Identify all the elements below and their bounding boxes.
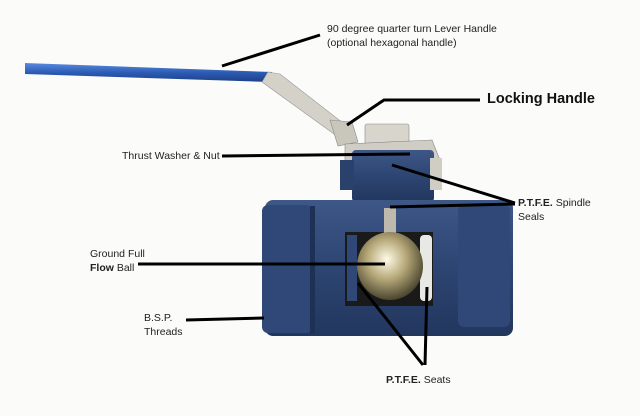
- threads-label-line1: B.S.P.: [144, 312, 173, 324]
- valve-body: [262, 200, 513, 336]
- threads-label-line2: Threads: [144, 326, 183, 338]
- ball-label: Ground Full Flow Ball: [90, 247, 145, 275]
- thrust-washer-label: Thrust Washer & Nut: [122, 150, 220, 162]
- lever-handle: [25, 63, 359, 147]
- threads-label: B.S.P. Threads: [144, 311, 183, 339]
- seats-label: P.T.F.E. Seats: [386, 373, 451, 387]
- locking-handle-label: Locking Handle: [487, 91, 595, 107]
- leader-lines: [138, 33, 516, 366]
- lever-handle-label: 90 degree quarter turn Lever Handle (opt…: [327, 22, 497, 50]
- ball-label-bold: Flow: [90, 262, 114, 274]
- lever-handle-label-line1: 90 degree quarter turn Lever Handle: [327, 23, 497, 35]
- spindle-seals-bold: P.T.F.E.: [518, 197, 553, 209]
- lever-handle-label-line2: (optional hexagonal handle): [327, 37, 457, 49]
- ball-label-line1: Ground Full: [90, 248, 145, 260]
- spindle-seals-rest: Spindle: [552, 197, 591, 209]
- spindle-seals-line2: Seals: [518, 211, 545, 223]
- seats-label-bold: P.T.F.E.: [386, 374, 421, 386]
- spindle-seals-label: P.T.F.E. Spindle Seals: [518, 196, 591, 224]
- seats-label-rest: Seats: [420, 374, 451, 386]
- ball-label-rest: Ball: [113, 262, 135, 274]
